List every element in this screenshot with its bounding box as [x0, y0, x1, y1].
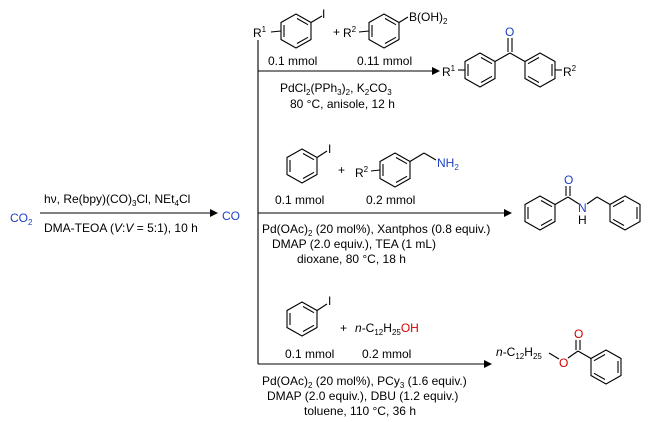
branch1-r1-bond	[270, 30, 282, 33]
branch1-boronic-label: B(OH)2	[409, 10, 448, 26]
branch1-reagent2-amount: 0.11 mmol	[357, 54, 412, 68]
co2-label: CO2	[10, 211, 33, 227]
branch2-arrow-head	[504, 209, 512, 217]
branch3-conditions-2: DMAP (2.0 equiv.), DBU (1.2 equiv.)	[267, 389, 458, 403]
branch1-r2-bond	[358, 30, 370, 33]
step1-arrow-head	[210, 209, 218, 217]
branch3-arrow-head	[484, 360, 492, 368]
branch3-product-ester	[548, 340, 622, 385]
branch2-nh2-label: NH2	[437, 156, 459, 172]
branch1-reagent1-amount: 0.1 mmol	[268, 54, 317, 68]
branch3-reagent1-amount: 0.1 mmol	[285, 347, 334, 361]
branch2-conditions-3: dioxane, 80 °C, 18 h	[297, 252, 406, 266]
branch1-product-oxygen: O	[505, 25, 514, 39]
branch3-product-chain: n-C12H25	[496, 345, 542, 361]
branch1-plus: +	[333, 25, 340, 39]
step1-conditions-bottom: DMA-TEOA (V:V = 5:1), 10 h	[44, 221, 198, 235]
co-label: CO	[222, 209, 240, 223]
branch3-plus: +	[340, 321, 347, 335]
branch1-r2-label: R2	[343, 25, 357, 40]
branch1-iodine-label: I	[322, 7, 325, 21]
branch3-iodine-label: I	[328, 294, 331, 308]
branch1-arrow-head	[432, 67, 440, 75]
branch3-product-ether-o: O	[559, 356, 568, 370]
branch1-conditions-2: 80 °C, anisole, 12 h	[290, 97, 395, 111]
branch3-dodecanol: n-C12H25OH	[355, 321, 419, 337]
branch2-product-benzamide	[524, 186, 641, 231]
branch2-product-n: N	[578, 201, 587, 215]
branch2-reagent1-amount: 0.1 mmol	[275, 193, 324, 207]
branch1-boronic-acid	[368, 13, 409, 49]
branch2-r2-bond	[370, 169, 381, 172]
branch2-conditions-1: Pd(OAc)2 (20 mol%), Xantphos (0.8 equiv.…	[262, 222, 490, 238]
branch2-plus: +	[338, 163, 345, 177]
branch1-r1-label: R1	[253, 25, 267, 40]
branch3-reagent2-amount: 0.2 mmol	[362, 347, 411, 361]
branch2-benzylamine	[379, 152, 437, 188]
branch1-conditions-1: PdCl2(PPh3)2, K2CO3	[280, 81, 392, 97]
branch1-iodobenzene	[280, 13, 323, 49]
branch2-product-h: H	[578, 213, 587, 227]
step1-conditions-top: hν, Re(bpy)(CO)3Cl, NEt4Cl	[44, 192, 190, 208]
branch2-iodobenzene	[286, 148, 328, 184]
branch1-product-benzophenone	[464, 38, 556, 88]
branch2-conditions-2: DMAP (2.0 equiv.), TEA (1 mL)	[272, 237, 436, 251]
branch1-product-r1: R1	[442, 64, 456, 79]
branch3-conditions-1: Pd(OAc)2 (20 mol%), PCy3 (1.6 equiv.)	[262, 374, 467, 390]
branch3-conditions-3: toluene, 110 °C, 36 h	[304, 404, 416, 418]
branch3-iodobenzene	[286, 301, 328, 337]
branch2-iodine-label: I	[328, 142, 331, 156]
branch1-product-r2: R2	[563, 64, 577, 79]
branch2-reagent2-amount: 0.2 mmol	[366, 193, 415, 207]
branch2-product-oxygen: O	[564, 173, 573, 187]
branch3-product-carbonyl-o: O	[574, 327, 583, 341]
branch2-r2-label: R2	[355, 165, 369, 180]
